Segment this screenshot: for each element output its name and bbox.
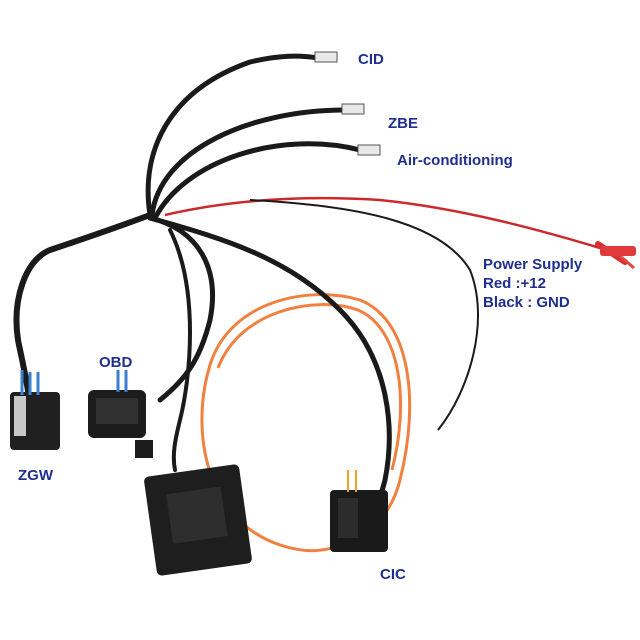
cid-label: CID: [358, 51, 384, 68]
cic-label: CIC: [380, 566, 406, 583]
air-conditioning-label: Air-conditioning: [397, 152, 513, 169]
power-supply-line-2: Red :+12: [483, 274, 546, 292]
emulator-box: [144, 464, 252, 576]
power-supply-line-3: Black : GND: [483, 293, 570, 311]
black-ground-wire: [249, 199, 479, 431]
cic-connector: [330, 470, 388, 552]
power-supply-line-1: Power Supply: [483, 256, 583, 273]
air-conditioning-connector: [357, 144, 381, 156]
zgw-connector: [10, 370, 60, 450]
power-supply-label: Power Supply Red :+12 Black : GND: [483, 256, 582, 312]
zbe-label: ZBE: [388, 115, 418, 132]
obd-connector: [88, 370, 153, 458]
zgw-label: ZGW: [18, 467, 53, 484]
cid-connector: [314, 51, 338, 63]
black-cable-bundle: [13, 53, 392, 523]
zbe-connector: [341, 103, 365, 115]
alligator-clip: [600, 246, 636, 256]
obd-label: OBD: [99, 354, 133, 371]
